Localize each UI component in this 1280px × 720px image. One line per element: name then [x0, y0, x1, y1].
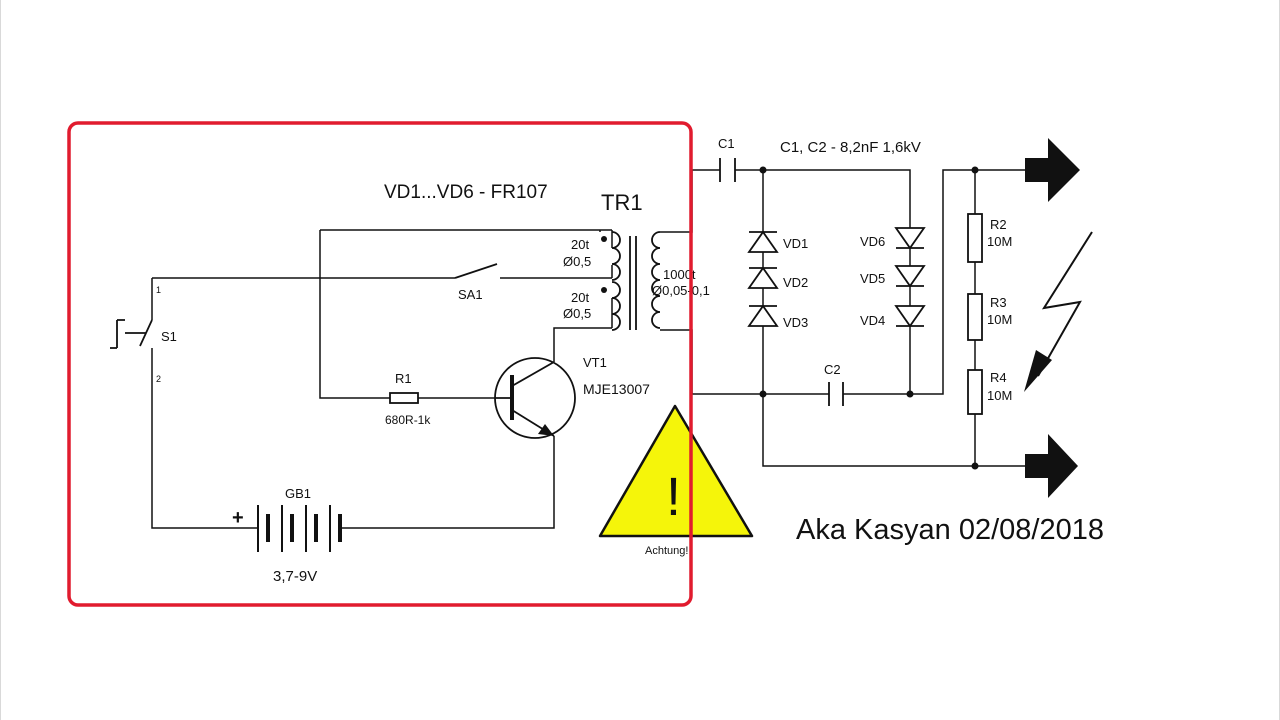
resistor-r1: R1 680R-1k — [385, 371, 431, 427]
junction-dots — [759, 166, 979, 470]
primary-lower-wire: Ø0,5 — [563, 306, 591, 321]
vt1-part: MJE13007 — [583, 381, 650, 397]
capacitor-c1: C1 — [718, 136, 736, 182]
resistor-r3 — [967, 293, 983, 341]
capacitor-c2: C2 — [824, 362, 844, 406]
warning-exclamation: ! — [666, 467, 681, 527]
wires — [151, 169, 1025, 529]
primary-lower-winding — [611, 281, 621, 331]
battery-voltage: 3,7-9V — [273, 568, 317, 585]
primary-lower-turns: 20t — [571, 290, 589, 305]
warning-sign: ! Achtung! — [598, 404, 754, 557]
s1-label: S1 — [161, 329, 177, 344]
winding-dot-upper — [601, 236, 607, 242]
output-arrow-bottom — [1025, 434, 1078, 498]
battery-gb1: + GB1 3,7-9V — [232, 486, 345, 585]
secondary-turns: 1000t — [663, 267, 696, 282]
diode-label-vd6: VD6 — [860, 234, 885, 249]
sa1-label: SA1 — [458, 287, 483, 302]
primary-upper-winding — [611, 231, 621, 281]
primary-upper-turns: 20t — [571, 237, 589, 252]
r1-value: 680R-1k — [385, 413, 431, 427]
gb1-ref: GB1 — [285, 486, 311, 501]
c1-label: C1 — [718, 136, 735, 151]
warning-caption: Achtung! — [645, 545, 688, 557]
winding-dot-lower — [601, 287, 607, 293]
capacitors-note: C1, C2 - 8,2nF 1,6kV — [780, 139, 921, 156]
primary-upper-wire: Ø0,5 — [563, 254, 591, 269]
switch-s1: S1 1 2 — [110, 285, 177, 384]
left-edge-line — [0, 0, 1, 720]
transistor-vt1: VT1 MJE13007 — [494, 355, 650, 439]
diode-label-vd4: VD4 — [860, 313, 885, 328]
battery-plus: + — [232, 507, 244, 529]
r3-value: 10M — [987, 312, 1012, 327]
c2-label: C2 — [824, 362, 841, 377]
output-arrow-top — [1025, 138, 1080, 202]
r3-ref: R3 — [990, 295, 1007, 310]
secondary-winding — [651, 231, 661, 329]
r2-value: 10M — [987, 234, 1012, 249]
diode-label-vd3: VD3 — [783, 315, 808, 330]
warning-triangle-icon — [598, 404, 754, 538]
resistor-r4 — [967, 369, 983, 415]
r4-ref: R4 — [990, 370, 1007, 385]
secondary-wire: Ø0,05-0,1 — [652, 283, 710, 298]
diode-label-vd1: VD1 — [783, 236, 808, 251]
r4-value: 10M — [987, 388, 1012, 403]
highlight-box — [67, 121, 693, 607]
switch-sa1: SA1 — [454, 263, 498, 302]
r1-ref: R1 — [395, 371, 412, 386]
tr1-label: TR1 — [601, 190, 643, 215]
diode-string-right: VD6 VD5 VD4 — [860, 227, 926, 328]
r2-ref: R2 — [990, 217, 1007, 232]
output-resistors: R2 10M R3 10M R4 10M — [967, 213, 1012, 415]
diode-label-vd5: VD5 — [860, 271, 885, 286]
transformer-tr1: TR1 20t Ø0,5 20t Ø0,5 1000t Ø0,05-0,1 — [563, 190, 710, 331]
diodes-note: VD1...VD6 - FR107 — [384, 182, 548, 203]
s1-pin2: 2 — [156, 374, 161, 384]
diode-string-left: VD1 VD2 VD3 — [747, 230, 808, 330]
diode-label-vd2: VD2 — [783, 275, 808, 290]
resistor-r2 — [967, 213, 983, 263]
vt1-ref: VT1 — [583, 355, 607, 370]
lightning-bolt-icon — [1024, 231, 1093, 392]
s1-pin1: 1 — [156, 285, 161, 295]
author-credit: Aka Kasyan 02/08/2018 — [796, 514, 1104, 546]
